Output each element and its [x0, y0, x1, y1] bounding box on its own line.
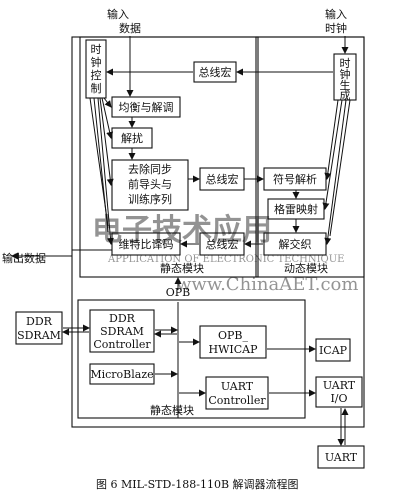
uart-controller-box [205, 376, 269, 410]
opb-hwicap-label-1: OPB_ [218, 329, 249, 342]
clock-gen-box [333, 53, 357, 101]
opb-hwicap-label-2: HWICAP [208, 343, 258, 356]
clock-control-label-1: 时 [91, 43, 102, 56]
static-module-top-frame [79, 36, 259, 278]
viterbi-label: 维特比译码 [119, 237, 174, 251]
dynamic-module-frame [255, 36, 365, 278]
clock-gen-label-4: 成 [340, 89, 351, 102]
clock-control-label-4: 制 [91, 82, 102, 95]
input-clock-label-line1: 输入 [325, 7, 347, 21]
static-module-bottom-frame [77, 299, 306, 419]
descramble-label: 解扰 [121, 131, 143, 145]
remove-sync-label-2: 前导头与 [128, 177, 172, 191]
uart-io-label-1: UART [323, 379, 356, 392]
arrow-clk-equalize [103, 97, 112, 108]
opb-hwicap-box [199, 325, 267, 359]
input-data-label-line1: 输入 [107, 7, 129, 21]
watermark-url: www.ChinaAET.com [176, 274, 358, 295]
watermark-logo-text: 电子技术应用 [92, 213, 272, 248]
microblaze-box [89, 363, 155, 385]
uart-io-label-2: I/O [330, 392, 347, 405]
ddr-controller-label-3: Controller [93, 338, 151, 351]
arrow-clk-viterbi [97, 97, 114, 245]
equalize-demod-label: 均衡与解调 [119, 100, 174, 114]
ddr-controller-label-1: DDR [109, 312, 136, 325]
input-data-label-line2: 数据 [119, 21, 141, 35]
output-data-label: 输出数据 [2, 251, 46, 265]
static-module-bottom-label: 静态模块 [150, 403, 194, 417]
equalize-demod-box [111, 96, 181, 118]
uart-controller-label-2: Controller [208, 394, 266, 407]
remove-sync-label-1: 去除同步 [128, 162, 172, 176]
watermark: 电子技术应用 APPLICATION OF ELECTRONIC TECHNIQ… [92, 213, 358, 295]
arrow-clkgen-symbol [324, 99, 339, 180]
ddr-sdram-label-1: DDR [26, 315, 53, 328]
bus-macro-low-label: 总线宏 [206, 237, 239, 251]
icap-label: ICAP [319, 344, 348, 357]
microblaze-label: MicroBlaze [90, 368, 153, 381]
clock-gen-label-3: 生 [340, 78, 351, 92]
icap-box [315, 338, 351, 362]
remove-sync-label-3: 训练序列 [128, 192, 172, 206]
uart-controller-label-1: UART [221, 380, 254, 393]
static-module-top-label: 静态模块 [160, 261, 204, 275]
arrow-clk-descramble [101, 97, 114, 139]
deinterleave-label: 解交织 [279, 237, 312, 251]
clock-control-label-3: 控 [91, 68, 102, 82]
uart-bottom-label: UART [325, 451, 358, 464]
arrow-clk-removesync [99, 97, 114, 186]
arrow-clkgen-grid [322, 99, 343, 210]
ddr-sdram-box [15, 311, 63, 345]
fan-line-c [329, 99, 351, 237]
bus-macro-mid-label: 总线宏 [206, 172, 239, 186]
grid-map-label: 格雷映射 [274, 202, 318, 216]
uart-bottom-box [317, 445, 365, 469]
watermark-subtitle: APPLICATION OF ELECTRONIC TECHNIQUE [107, 254, 344, 265]
clock-control-label-2: 钟 [91, 55, 102, 69]
bus-macro-top-label: 总线宏 [199, 65, 232, 79]
fan-line-b [89, 97, 109, 227]
figure-caption: 图 6 MIL-STD-188-110B 解调器流程图 [96, 477, 299, 491]
arrow-output-data [11, 249, 112, 260]
dynamic-module-label: 动态模块 [284, 262, 328, 275]
input-clock-label-line2: 时钟 [325, 21, 347, 35]
symbol-parse-label: 符号解析 [273, 172, 317, 186]
ddr-controller-label-2: SDRAM [100, 325, 144, 338]
arrow-clkgen-deinterleave [324, 99, 347, 245]
uart-io-box [315, 376, 363, 408]
clock-gen-label-2: 钟 [340, 67, 351, 81]
opb-label: OPB [166, 286, 191, 299]
clock-gen-label-1: 时 [340, 57, 351, 70]
ddr-sdram-label-2: SDRAM [17, 329, 61, 342]
ddr-controller-box [89, 309, 155, 353]
